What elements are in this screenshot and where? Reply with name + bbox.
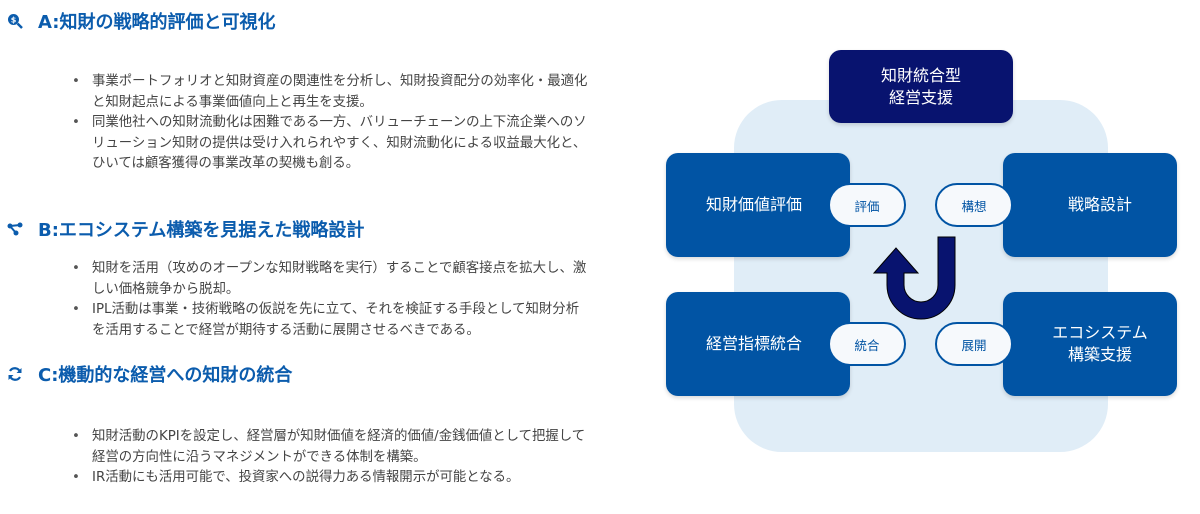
pill-concept: 構想	[935, 183, 1013, 227]
section-title-text: B:エコシステム構築を見据えた戦略設計	[38, 220, 365, 241]
section-c-bullets: 知財活動のKPIを設定し、経営層が知財価値を経済的価値/金銭価値として把握して経…	[72, 427, 592, 489]
section-a-title: $ A:知財の戦略的評価と可視化	[6, 8, 275, 34]
box-management-metrics: 経営指標統合	[666, 292, 850, 396]
pill-integration: 統合	[828, 322, 906, 366]
section-title-text: A:知財の戦略的評価と可視化	[38, 12, 276, 33]
section-b-title: B:エコシステム構築を見据えた戦略設計	[6, 216, 364, 242]
search-dollar-icon: $	[6, 12, 24, 30]
box-ip-valuation: 知財価値評価	[666, 153, 850, 257]
bullet: IR活動にも活用可能で、投資家への説得力ある情報開示が可能となる。	[72, 468, 592, 489]
center-box: 知財統合型 経営支援	[829, 50, 1013, 123]
section-c-title: C:機動的な経営への知財の統合	[6, 361, 292, 387]
section-title-text: C:機動的な経営への知財の統合	[38, 365, 293, 386]
section-b-bullets: 知財を活用（攻めのオープンな知財戦略を実行）することで顧客接点を拡大し、激しい価…	[72, 259, 592, 341]
svg-text:$: $	[11, 16, 17, 25]
bullet: 事業ポートフォリオと知財資産の関連性を分析し、知財投資配分の効率化・最適化と知財…	[72, 72, 592, 113]
bullet: 同業他社への知財流動化は困難である一方、バリューチェーンの上下流企業へのソリュー…	[72, 113, 592, 175]
section-a-bullets: 事業ポートフォリオと知財資産の関連性を分析し、知財投資配分の効率化・最適化と知財…	[72, 72, 592, 175]
network-icon	[6, 220, 24, 238]
pill-evaluation: 評価	[828, 183, 906, 227]
cycle-arrow-icon	[872, 236, 956, 320]
bullet: 知財を活用（攻めのオープンな知財戦略を実行）することで顧客接点を拡大し、激しい価…	[72, 259, 592, 300]
box-ecosystem-support: エコシステム 構築支援	[1003, 292, 1177, 396]
box-strategy-design: 戦略設計	[1003, 153, 1177, 257]
bullet: 知財活動のKPIを設定し、経営層が知財価値を経済的価値/金銭価値として把握して経…	[72, 427, 592, 468]
pill-deployment: 展開	[935, 322, 1013, 366]
bullet: IPL活動は事業・技術戦略の仮説を先に立て、それを検証する手段として知財分析を活…	[72, 300, 592, 341]
refresh-icon	[6, 365, 24, 383]
